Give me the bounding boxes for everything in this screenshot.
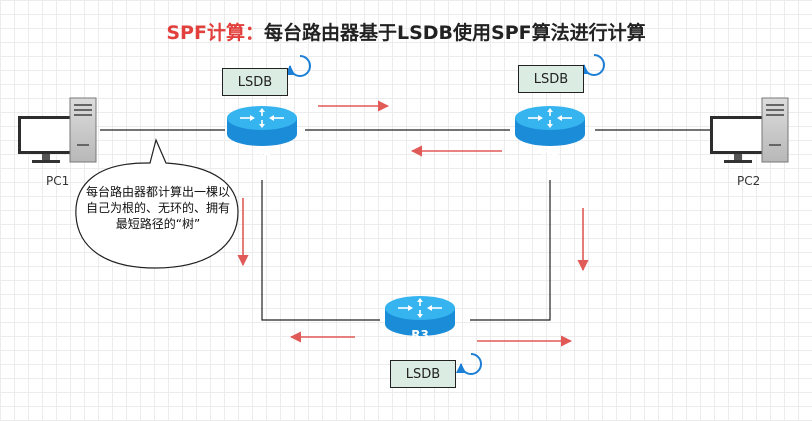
router-r1: [226, 105, 298, 147]
host-label-pc1: PC1: [46, 174, 70, 188]
pc2-icon: [709, 97, 789, 164]
links: [100, 129, 712, 321]
link-r2-r3: [470, 180, 551, 321]
router-r2: [514, 105, 586, 147]
callout-text: 每台路由器都计算出一棵以自己为根的、无环的、拥有最短路径的“树”: [85, 185, 230, 231]
refresh-icon: [285, 54, 605, 375]
router-label-r1: R1: [253, 144, 271, 158]
lsdb-box-r1: LSDB: [222, 68, 288, 96]
host-label-pc2: PC2: [737, 174, 761, 188]
title-rest: 每台路由器基于LSDB使用SPF算法进行计算: [263, 22, 646, 44]
lsdb-box-r3: LSDB: [390, 360, 456, 388]
router-label-r3: R3: [411, 328, 429, 342]
link-r1-r3: [261, 180, 380, 321]
title-highlight: SPF计算：: [166, 22, 264, 44]
router-label-r2: R2: [541, 144, 559, 158]
spf-arrows: [237, 100, 589, 347]
callout-bubble: [75, 138, 239, 269]
lsdb-box-r2: LSDB: [518, 65, 584, 93]
page-title: SPF计算：每台路由器基于LSDB使用SPF算法进行计算: [0, 18, 812, 45]
pc1-icon: [17, 97, 97, 164]
